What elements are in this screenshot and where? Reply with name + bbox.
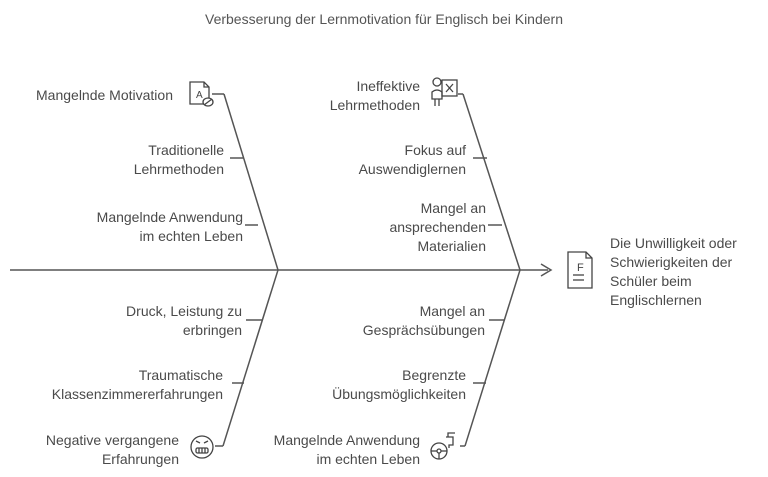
stressed-face-icon — [190, 435, 214, 459]
bone-top-left — [223, 93, 279, 271]
teacher-icon — [431, 77, 458, 106]
bone-bottom-right — [464, 269, 521, 447]
effect-document-icon: F — [567, 251, 593, 289]
cause-label: Mangelnde Motivation — [36, 87, 173, 103]
bone-top-right — [462, 93, 521, 271]
diagram-title: Verbesserung der Lernmotivation für Engl… — [205, 11, 563, 27]
steering-wheel-icon — [430, 432, 455, 460]
svg-text:A: A — [196, 90, 203, 101]
spine-arrowhead — [540, 263, 553, 277]
svg-text:F: F — [577, 262, 584, 274]
bone-bottom-left — [222, 269, 279, 447]
document-icon: A — [189, 81, 214, 107]
